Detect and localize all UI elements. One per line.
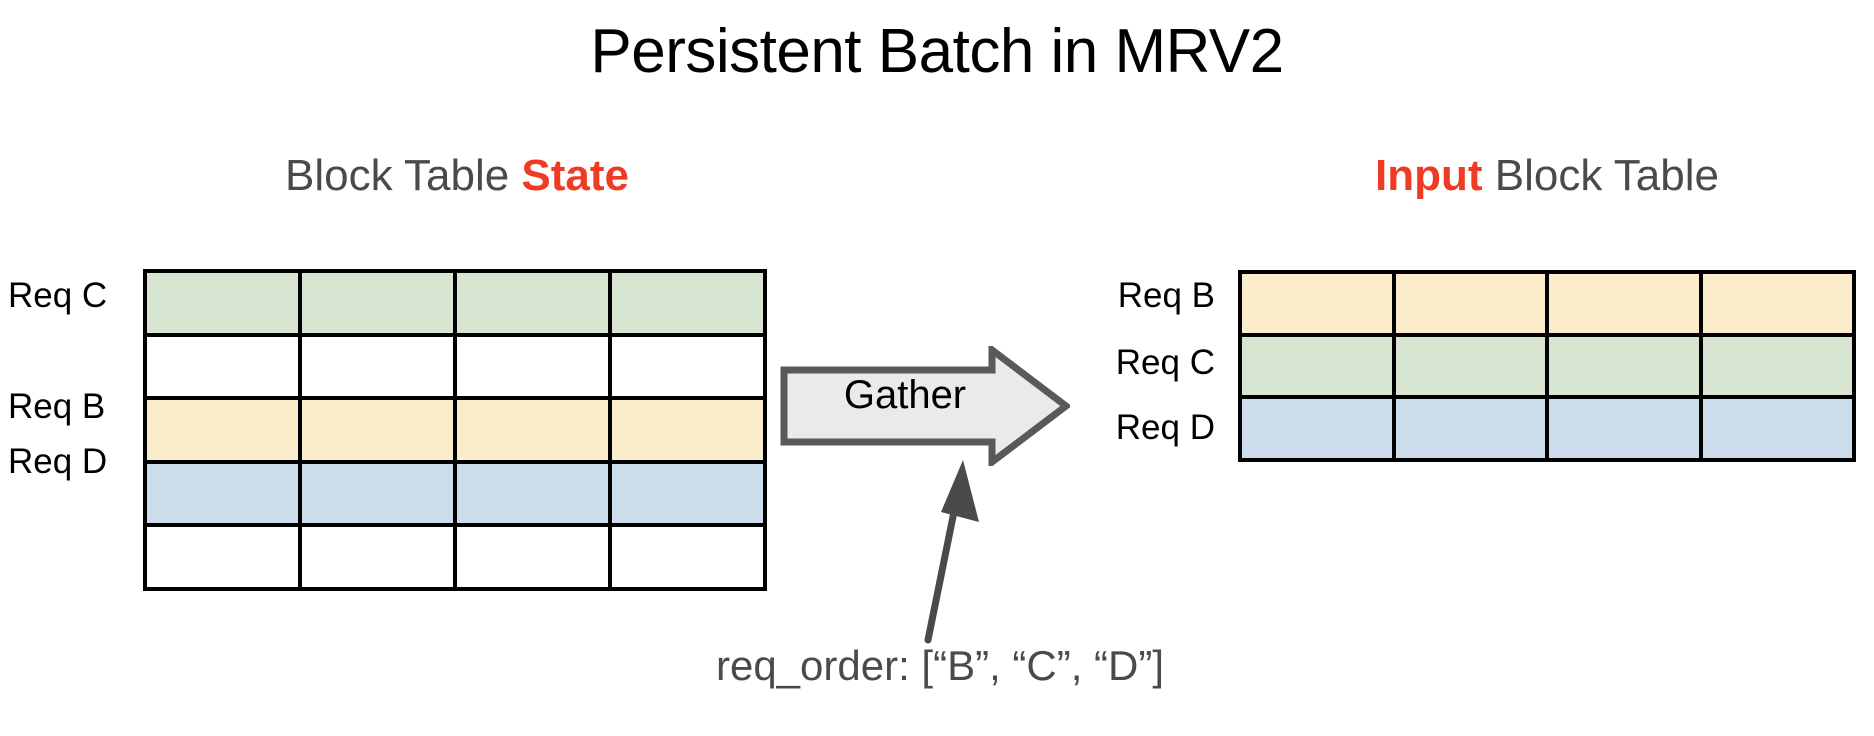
table-cell	[1702, 336, 1852, 396]
left-row-label-req-b: Req B	[8, 387, 106, 426]
right-row-label-req-d: Req D	[1115, 408, 1215, 447]
table-cell	[147, 527, 298, 587]
table-cell	[302, 336, 453, 397]
table-cell	[1242, 399, 1392, 458]
table-cell	[457, 400, 608, 460]
table-cell	[1549, 336, 1699, 396]
table-cell	[302, 527, 453, 587]
req-order-caption: req_order: [“B”, “C”, “D”]	[715, 642, 1165, 689]
table-cell	[1395, 399, 1545, 458]
table-cell	[302, 273, 453, 333]
table-cell	[147, 400, 298, 460]
input-block-table-grid	[1238, 270, 1856, 462]
table-cell	[147, 273, 298, 333]
table-cell	[457, 336, 608, 397]
right-row-label-req-c: Req C	[1115, 343, 1215, 382]
table-cell	[1395, 274, 1545, 333]
right-row-label-req-b: Req B	[1117, 276, 1215, 315]
page-title: Persistent Batch in MRV2	[590, 17, 1284, 86]
left-heading-prefix: Block Table	[284, 151, 522, 200]
table-cell	[1549, 274, 1699, 333]
left-row-label-req-d: Req D	[8, 442, 108, 481]
gather-label: Gather	[843, 373, 967, 417]
table-cell	[612, 463, 763, 524]
table-cell	[612, 273, 763, 333]
table-cell	[612, 527, 763, 587]
block-table-state-grid	[143, 269, 767, 591]
left-panel-heading: Block Table State	[143, 150, 771, 202]
left-row-label-req-c: Req C	[8, 276, 108, 315]
gather-arrow-shape	[780, 346, 1070, 466]
right-heading-accent: Input	[1375, 151, 1483, 200]
right-heading-suffix: Block Table	[1482, 151, 1719, 200]
table-cell	[1702, 274, 1852, 333]
right-panel-heading: Input Block Table	[1238, 150, 1856, 202]
table-cell	[612, 400, 763, 460]
table-cell	[1242, 336, 1392, 396]
table-cell	[457, 273, 608, 333]
table-cell	[1549, 399, 1699, 458]
table-cell	[457, 463, 608, 524]
caption-pointer-arrow	[890, 450, 1030, 650]
table-cell	[1702, 399, 1852, 458]
table-cell	[302, 463, 453, 524]
table-cell	[147, 336, 298, 397]
table-cell	[1242, 274, 1392, 333]
left-heading-accent: State	[521, 151, 630, 200]
table-cell	[612, 336, 763, 397]
table-cell	[147, 463, 298, 524]
table-cell	[302, 400, 453, 460]
table-cell	[457, 527, 608, 587]
table-cell	[1395, 336, 1545, 396]
